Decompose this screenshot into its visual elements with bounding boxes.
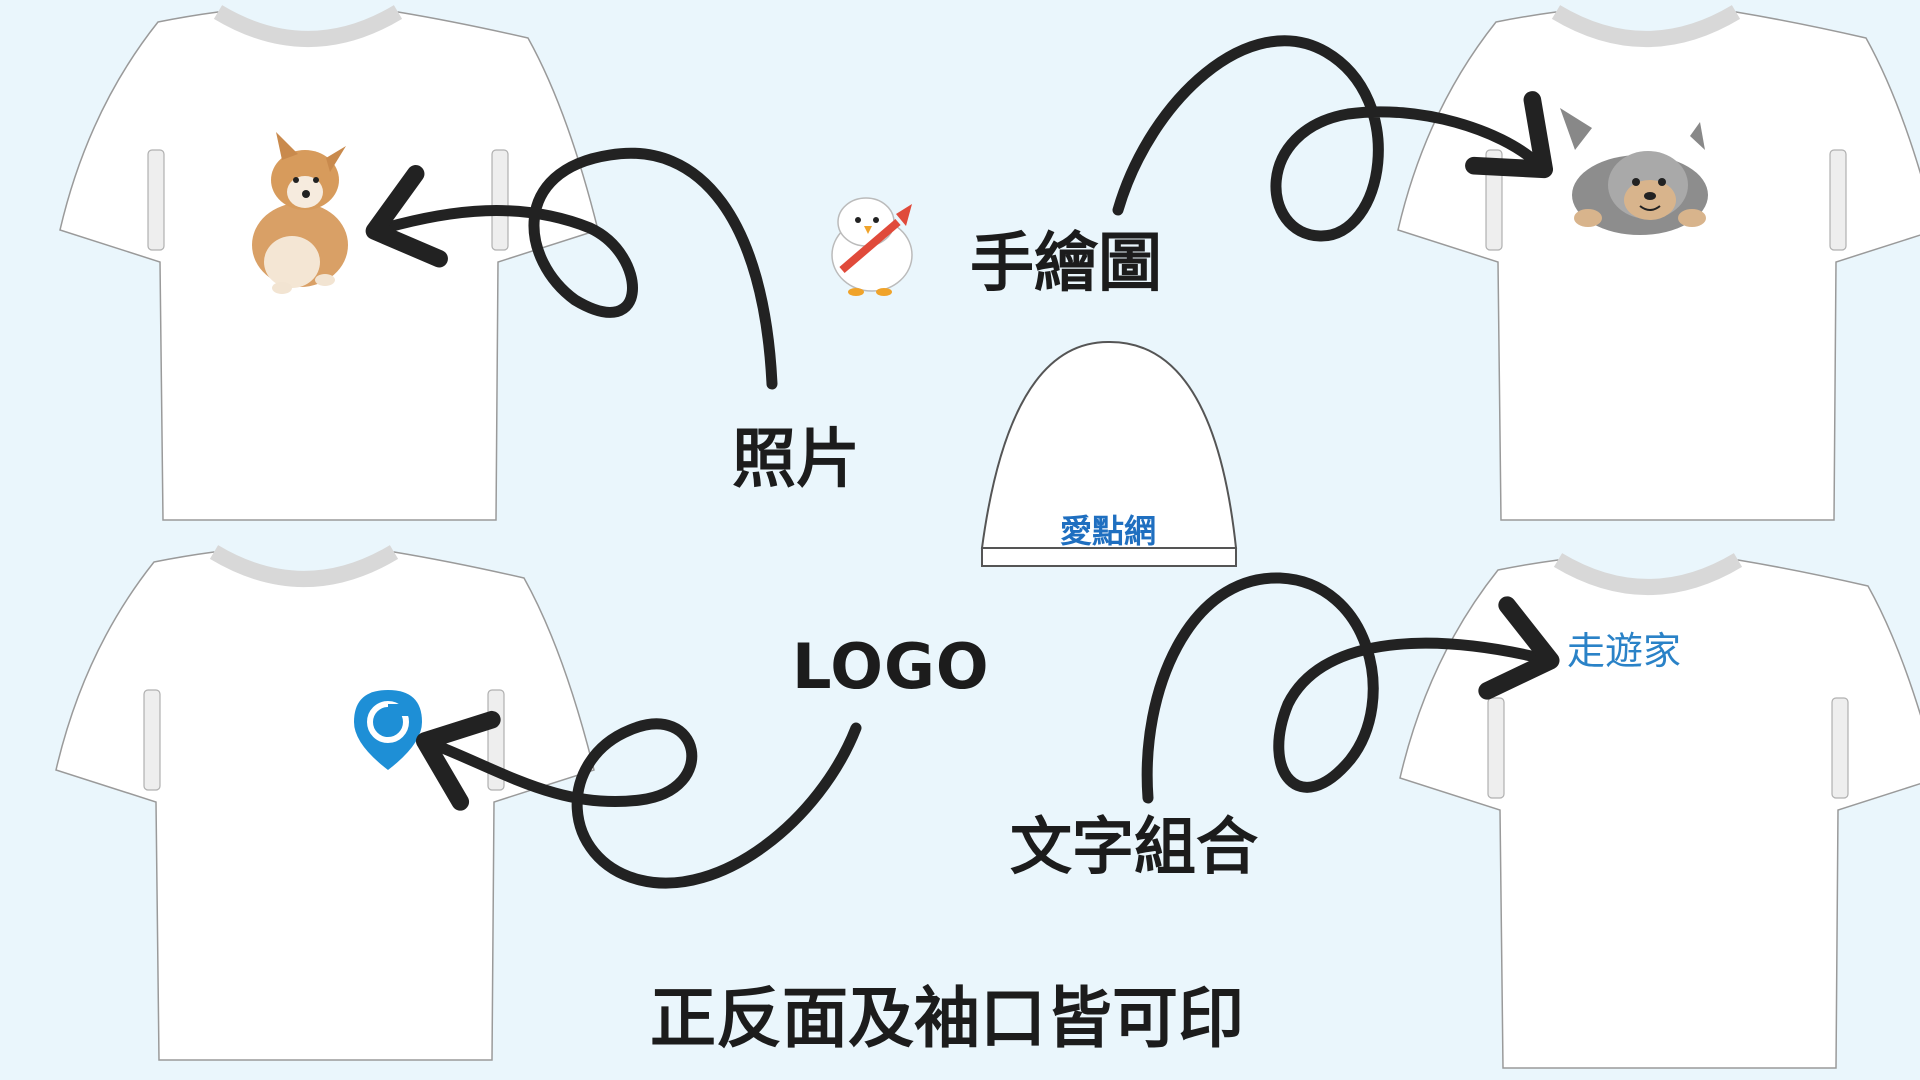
tshirt-top-right — [1398, 12, 1920, 520]
arrow-text-combo — [1141, 572, 1560, 804]
arrow-logo — [415, 710, 862, 889]
arrow-hand-drawn — [1112, 35, 1554, 242]
text-combo-label: 文字組合 — [1010, 810, 1259, 883]
beanie-print-text: 愛點網 — [1060, 512, 1156, 550]
arrow-photo — [365, 147, 778, 390]
photo-label: 照片 — [732, 423, 860, 497]
pin-logo — [354, 690, 422, 770]
hand-drawn-label: 手繪圖 — [970, 227, 1162, 301]
tshirt-bottom-left — [56, 552, 594, 1060]
travel-print-text: 走遊家 — [1567, 629, 1681, 673]
beanie-hat — [980, 340, 1238, 567]
print-note-label: 正反面及袖口皆可印 — [650, 980, 1244, 1057]
logo-label: LOGO — [792, 630, 990, 703]
corgi-photo — [252, 132, 348, 294]
dog-drawing — [1560, 108, 1708, 235]
mascot-bird — [831, 197, 913, 296]
